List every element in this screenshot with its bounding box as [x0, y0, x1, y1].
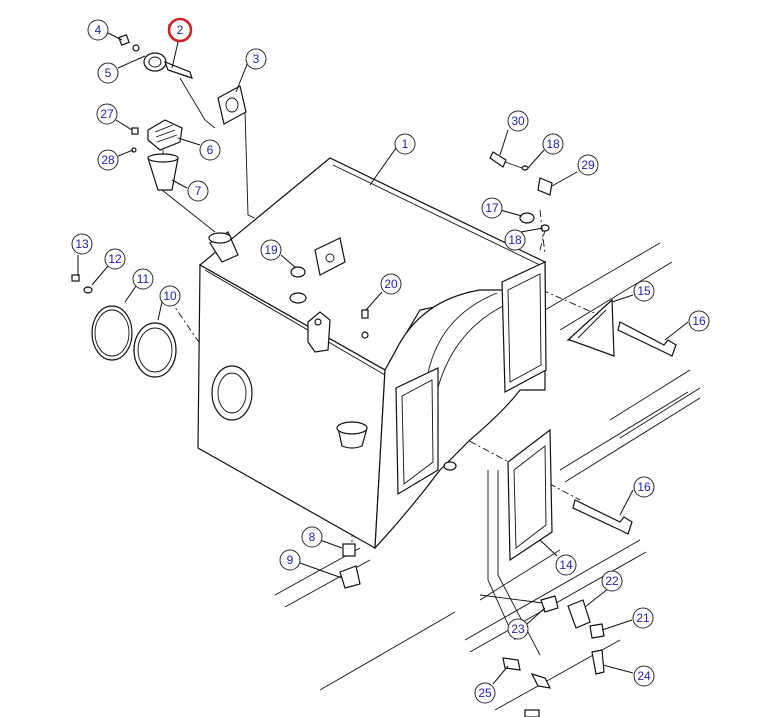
- svg-text:18: 18: [546, 137, 560, 151]
- drain-fittings: [339, 543, 361, 589]
- svg-text:27: 27: [100, 107, 114, 121]
- callout-30: 30: [507, 110, 529, 132]
- callout-11: 11: [132, 268, 154, 290]
- callout-1: 1: [394, 133, 416, 155]
- svg-text:22: 22: [605, 574, 619, 588]
- svg-text:8: 8: [309, 530, 316, 544]
- svg-text:29: 29: [581, 158, 595, 172]
- svg-text:5: 5: [105, 66, 112, 80]
- callout-12: 12: [104, 248, 126, 270]
- svg-text:6: 6: [207, 143, 214, 157]
- callout-22: 22: [601, 570, 623, 592]
- frame-lines: [274, 242, 701, 711]
- svg-text:1: 1: [402, 137, 409, 151]
- callout-4: 4: [87, 19, 109, 41]
- svg-text:11: 11: [137, 272, 150, 286]
- svg-text:21: 21: [636, 611, 650, 625]
- callout-28: 28: [97, 149, 119, 171]
- filler-cap-assembly: [118, 34, 247, 191]
- plate-15: [566, 298, 615, 357]
- callout-2-highlighted: 2: [167, 17, 193, 43]
- callout-24: 24: [633, 665, 655, 687]
- svg-text:14: 14: [559, 558, 573, 572]
- svg-text:18: 18: [508, 233, 522, 247]
- svg-text:12: 12: [108, 252, 122, 266]
- callout-5: 5: [97, 62, 119, 84]
- svg-text:13: 13: [75, 237, 89, 251]
- callout-16-upper: 16: [688, 310, 710, 332]
- svg-text:3: 3: [253, 52, 260, 66]
- svg-text:23: 23: [511, 622, 525, 636]
- callout-18-lower: 18: [504, 229, 526, 251]
- callout-10: 10: [159, 285, 181, 307]
- svg-text:25: 25: [478, 686, 492, 700]
- callout-8: 8: [301, 526, 323, 548]
- svg-text:19: 19: [264, 243, 278, 257]
- callout-27: 27: [96, 103, 118, 125]
- svg-text:28: 28: [101, 153, 115, 167]
- callout-17: 17: [481, 197, 503, 219]
- svg-text:2: 2: [177, 23, 184, 37]
- callout-7: 7: [187, 180, 209, 202]
- callout-leaders: [77, 24, 689, 685]
- svg-text:16: 16: [692, 314, 706, 328]
- svg-text:17: 17: [485, 201, 499, 215]
- callout-21: 21: [632, 607, 654, 629]
- svg-text:20: 20: [384, 277, 398, 291]
- callout-23: 23: [507, 618, 529, 640]
- callout-3: 3: [245, 48, 267, 70]
- callout-29: 29: [577, 154, 599, 176]
- callout-13: 13: [71, 233, 93, 255]
- svg-text:10: 10: [163, 289, 177, 303]
- svg-text:24: 24: [637, 669, 651, 683]
- callout-18-upper: 18: [542, 133, 564, 155]
- callout-25: 25: [474, 682, 496, 704]
- svg-text:16: 16: [637, 480, 651, 494]
- gaskets: [71, 274, 177, 378]
- svg-text:9: 9: [287, 553, 294, 567]
- bracket-plate-14: [507, 428, 553, 562]
- svg-text:30: 30: [511, 114, 525, 128]
- bolts: [443, 321, 677, 535]
- right-fasteners: [289, 151, 553, 339]
- callout-14: 14: [555, 554, 577, 576]
- callout-6: 6: [199, 139, 221, 161]
- callout-19: 19: [260, 239, 282, 261]
- bracket-plates: [395, 261, 615, 562]
- bottom-fittings: [502, 595, 605, 717]
- hydraulic-tank: [197, 157, 547, 550]
- callout-16-lower: 16: [633, 476, 655, 498]
- callout-9: 9: [279, 549, 301, 571]
- svg-text:4: 4: [95, 23, 102, 37]
- svg-text:7: 7: [195, 184, 202, 198]
- callout-20: 20: [380, 273, 402, 295]
- callout-15: 15: [633, 280, 655, 302]
- callouts: 1 2 3 4 5 6 7 8 9 10 11 12 13 14 15 16 1…: [71, 17, 710, 704]
- svg-text:15: 15: [637, 284, 651, 298]
